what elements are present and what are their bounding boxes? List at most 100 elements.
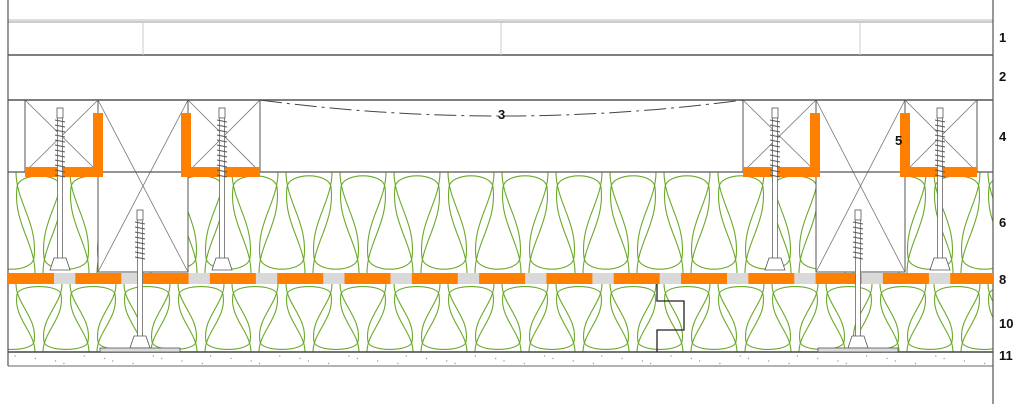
texture-dot bbox=[719, 362, 721, 365]
screw-thread bbox=[134, 226, 146, 230]
screw-thread bbox=[769, 129, 781, 133]
insulation-lobe bbox=[636, 172, 684, 270]
texture-dot bbox=[103, 357, 106, 360]
screw-thread bbox=[852, 246, 864, 250]
membrane-strip bbox=[748, 273, 795, 284]
insulation-lobe bbox=[340, 286, 386, 352]
insulation-lobe bbox=[43, 284, 89, 350]
screw-tip bbox=[936, 107, 944, 119]
label-8: 8 bbox=[999, 272, 1007, 287]
screw-thread bbox=[769, 119, 781, 123]
texture-dot bbox=[670, 355, 672, 357]
screw bbox=[49, 107, 71, 271]
screw-thread bbox=[769, 164, 781, 168]
texture-dot bbox=[495, 357, 497, 360]
texture-dot bbox=[592, 362, 595, 365]
screw-thread bbox=[934, 154, 946, 158]
insulation-lobe bbox=[717, 175, 765, 273]
texture-dot bbox=[894, 360, 896, 362]
screw-tip bbox=[771, 107, 779, 119]
texture-dot bbox=[739, 355, 741, 357]
insulation-lobe bbox=[880, 286, 926, 352]
membrane-strip bbox=[882, 273, 929, 284]
insulation-lobe bbox=[501, 175, 549, 273]
screw-shank bbox=[937, 117, 943, 261]
insulation-lobe bbox=[528, 172, 576, 270]
texture-dot bbox=[454, 362, 456, 365]
insulation-lobe bbox=[664, 286, 710, 352]
insulation-lobe bbox=[718, 286, 764, 352]
screw-tip bbox=[56, 107, 64, 119]
insulation-lobe bbox=[907, 284, 953, 350]
cross-line bbox=[742, 99, 817, 173]
screw-thread bbox=[216, 149, 228, 153]
texture-dot bbox=[837, 360, 839, 362]
screw-thread bbox=[54, 139, 66, 143]
membrane-strip bbox=[142, 273, 189, 284]
screw-thread bbox=[934, 119, 946, 123]
screw-thread bbox=[134, 221, 146, 225]
screw-thread bbox=[769, 139, 781, 143]
screw-head bbox=[929, 257, 951, 271]
screw-thread bbox=[216, 139, 228, 143]
insulation-lobe bbox=[313, 284, 359, 350]
screw-thread bbox=[934, 134, 946, 138]
screw-thread bbox=[852, 231, 864, 235]
insulation-lobe bbox=[393, 175, 441, 273]
screw-thread bbox=[54, 164, 66, 168]
insulation-lobe bbox=[637, 284, 683, 350]
texture-dot bbox=[543, 355, 546, 357]
texture-dot bbox=[690, 357, 692, 360]
screw-thread bbox=[769, 124, 781, 128]
screw-thread bbox=[54, 124, 66, 128]
texture-dot bbox=[152, 355, 155, 357]
label-1: 1 bbox=[999, 30, 1007, 45]
membrane-strip bbox=[209, 273, 256, 284]
insulation-lobe bbox=[961, 284, 993, 350]
insulation-lobe bbox=[204, 172, 252, 270]
screw-head bbox=[49, 257, 71, 271]
membrane-strip bbox=[546, 273, 593, 284]
texture-dot bbox=[935, 355, 937, 357]
screw-thread bbox=[134, 246, 146, 250]
texture-dot bbox=[181, 360, 183, 362]
insulation-lobe bbox=[502, 286, 548, 352]
screw-thread bbox=[216, 119, 228, 123]
screw-thread bbox=[216, 134, 228, 138]
screw-shank bbox=[219, 117, 225, 261]
texture-dot bbox=[914, 362, 917, 365]
cross-line bbox=[815, 99, 906, 273]
texture-dot bbox=[503, 360, 505, 362]
texture-dot bbox=[112, 360, 114, 362]
texture-dot bbox=[523, 362, 525, 365]
insulation-lobe bbox=[8, 172, 36, 270]
texture-dot bbox=[817, 357, 819, 360]
texture-dot bbox=[34, 357, 36, 360]
label-11: 11 bbox=[999, 348, 1013, 363]
texture-dot bbox=[446, 360, 448, 362]
screw-thread bbox=[769, 169, 781, 173]
insulation-layer-lower bbox=[8, 284, 993, 352]
screw-thread bbox=[54, 159, 66, 163]
label-10: 10 bbox=[999, 316, 1014, 331]
screw-thread bbox=[54, 174, 66, 178]
texture-dot bbox=[788, 362, 790, 365]
bracket-vertical bbox=[810, 113, 820, 177]
insulation-lobe bbox=[285, 175, 333, 273]
insulation-lobe bbox=[583, 284, 629, 350]
cross-line bbox=[97, 99, 189, 273]
screw-thread bbox=[934, 174, 946, 178]
screw-thread bbox=[216, 159, 228, 163]
insulation-lobe bbox=[663, 175, 711, 273]
membrane-strip bbox=[479, 273, 526, 284]
insulation-lobe bbox=[258, 172, 306, 270]
screw-thread bbox=[934, 124, 946, 128]
bracket-vertical bbox=[93, 113, 103, 177]
screw bbox=[817, 209, 899, 353]
texture-dot bbox=[83, 355, 85, 357]
screw-thread bbox=[54, 129, 66, 133]
screw-thread bbox=[769, 159, 781, 163]
insulation-lobe bbox=[475, 284, 521, 350]
insulation-lobe bbox=[178, 286, 224, 352]
